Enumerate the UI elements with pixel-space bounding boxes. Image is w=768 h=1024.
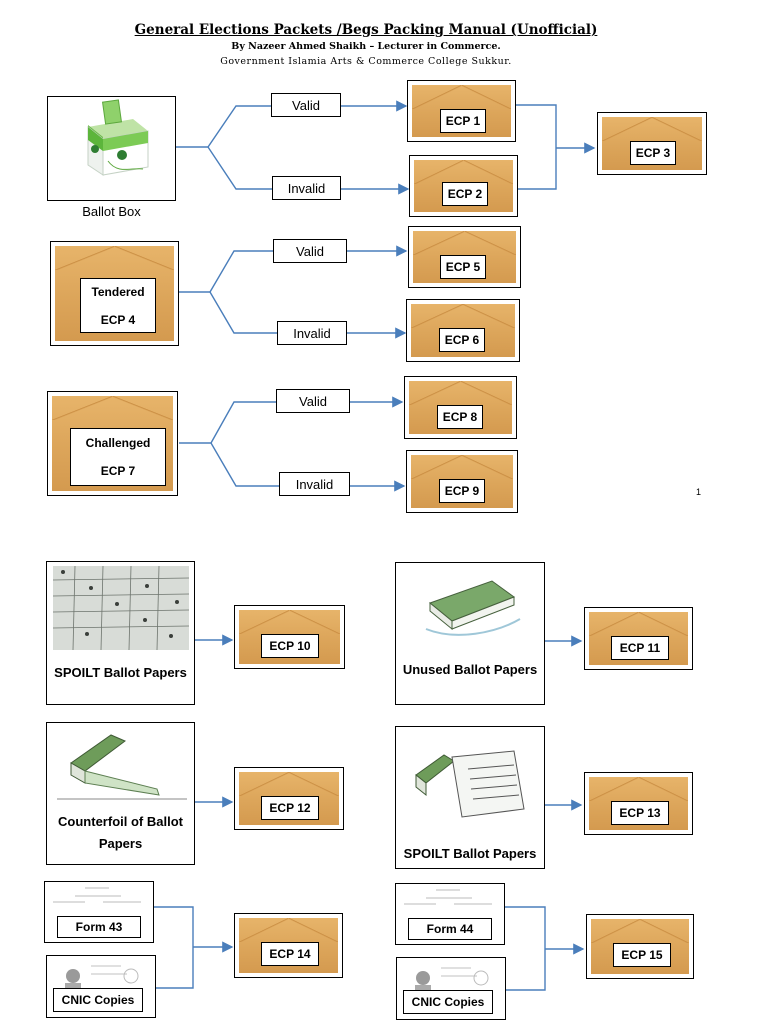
- tendered-label: Tendered ECP 4: [80, 278, 156, 333]
- envelope-label: ECP 2: [442, 182, 488, 206]
- envelope-ecp14: ECP 14: [234, 913, 343, 978]
- form-44-label: Form 44: [408, 918, 492, 940]
- torn-ballot-icon: [415, 750, 525, 818]
- form-43-label: Form 43: [57, 916, 141, 938]
- envelope-ecp4-tendered: Tendered ECP 4: [50, 241, 179, 346]
- envelope-ecp15: ECP 15: [586, 914, 694, 979]
- counterfoil-icon: [57, 734, 187, 800]
- spoilt-caption: SPOILT Ballot Papers: [54, 665, 187, 680]
- invalid-tag: Invalid: [279, 472, 350, 496]
- challenged-label: Challenged ECP 7: [70, 428, 166, 486]
- tendered-title: Tendered: [91, 284, 145, 299]
- envelope-ecp5: ECP 5: [408, 226, 521, 288]
- envelope-label: ECP 13: [611, 801, 669, 825]
- envelope-label: ECP 12: [261, 796, 319, 820]
- author-line: By Nazeer Ahmed Shaikh – Lecturer in Com…: [231, 41, 501, 52]
- envelope-ecp13: ECP 13: [584, 772, 693, 835]
- invalid-tag: Invalid: [277, 321, 347, 345]
- cnic-photo-icon: [415, 967, 489, 993]
- envelope-label: ECP 15: [613, 943, 671, 967]
- valid-tag: Valid: [276, 389, 350, 413]
- tendered-code: ECP 4: [100, 312, 136, 327]
- valid-tag: Valid: [271, 93, 341, 117]
- form-document-icon: [404, 889, 492, 905]
- unused-ballot-papers-card: Unused Ballot Papers: [395, 562, 545, 705]
- cnic-label-2: CNIC Copies: [403, 990, 493, 1014]
- envelope-label: ECP 1: [440, 109, 486, 133]
- form-43-card: Form 43: [44, 881, 154, 943]
- ballot-box-caption: Ballot Box: [82, 204, 141, 219]
- ballot-box-icon: [87, 99, 149, 176]
- counterfoil-card: Counterfoil of Ballot Papers: [46, 722, 195, 865]
- envelope-ecp8: ECP 8: [404, 376, 517, 439]
- valid-tag: Valid: [273, 239, 347, 263]
- page-title: General Elections Packets /Begs Packing …: [134, 22, 598, 38]
- invalid-tag: Invalid: [272, 176, 341, 200]
- form-44-card: Form 44: [395, 883, 505, 945]
- envelope-label: ECP 8: [437, 405, 483, 429]
- envelope-label: ECP 3: [630, 141, 676, 165]
- envelope-label: ECP 5: [440, 255, 486, 279]
- cnic-card-2: CNIC Copies: [396, 957, 506, 1020]
- envelope-ecp12: ECP 12: [234, 767, 344, 830]
- spoilt-ballot-papers-card: SPOILT Ballot Papers: [46, 561, 195, 705]
- ballot-papers-photo-icon: [52, 565, 190, 651]
- challenged-title: Challenged: [85, 436, 151, 450]
- envelope-ecp7-challenged: Challenged ECP 7: [47, 391, 178, 496]
- envelope-ecp2: ECP 2: [409, 155, 518, 217]
- ballot-stack-icon: [425, 580, 521, 636]
- college-line: Government Islamia Arts & Commerce Colle…: [220, 56, 512, 67]
- envelope-label: ECP 9: [439, 479, 485, 503]
- cnic-label-1: CNIC Copies: [53, 988, 143, 1012]
- envelope-label: ECP 11: [611, 636, 669, 660]
- unused-caption: Unused Ballot Papers: [402, 662, 538, 677]
- counterfoil-line1: Counterfoil of Ballot: [58, 814, 183, 829]
- cnic-card-1: CNIC Copies: [46, 955, 156, 1018]
- envelope-ecp3: ECP 3: [597, 112, 707, 175]
- page-number: 1: [696, 487, 702, 497]
- envelope-ecp1: ECP 1: [407, 80, 516, 142]
- counterfoil-line2: Papers: [98, 836, 143, 851]
- envelope-label: ECP 6: [439, 328, 485, 352]
- ballot-box-image: [47, 96, 176, 201]
- envelope-label: ECP 10: [261, 634, 319, 658]
- envelope-ecp10: ECP 10: [234, 605, 345, 669]
- form-document-icon: [53, 887, 141, 903]
- envelope-ecp6: ECP 6: [406, 299, 520, 362]
- envelope-label: ECP 14: [261, 942, 319, 966]
- counterfoil-caption: Counterfoil of Ballot Papers: [47, 811, 194, 855]
- challenged-code: ECP 7: [100, 464, 136, 478]
- cnic-photo-icon: [65, 965, 139, 991]
- envelope-ecp9: ECP 9: [406, 450, 518, 513]
- spoilt-caption-2: SPOILT Ballot Papers: [403, 846, 537, 861]
- envelope-ecp11: ECP 11: [584, 607, 693, 670]
- spoilt-ballot-papers-card-2: SPOILT Ballot Papers: [395, 726, 545, 869]
